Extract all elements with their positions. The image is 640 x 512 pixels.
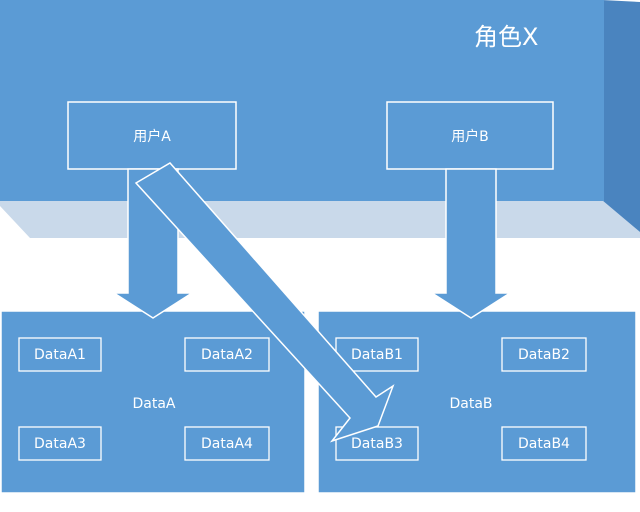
data-b3-label: DataB3 [351,436,403,452]
role-block-side [602,0,640,232]
user-box-a: 用户A [67,101,237,170]
user-box-b: 用户B [386,101,554,170]
data-a2-label: DataA2 [201,347,253,363]
data-b2-label: DataB2 [518,347,570,363]
data-b4-label: DataB4 [518,436,570,452]
data-b1-label: DataB1 [351,347,403,363]
data-group-b-label: DataB [449,396,492,412]
role-label: 角色X [474,23,538,51]
data-a1-label: DataA1 [34,347,86,363]
user-a-label: 用户A [133,128,171,145]
arrow-user-a-to-data-b3 [134,162,395,443]
data-group-a-label: DataA [132,396,175,412]
user-b-label: 用户B [451,128,489,145]
role-block-shadow [0,200,640,238]
arrow-user-b-to-data-b [429,168,513,319]
data-group-a: DataA DataA1 DataA2 DataA3 DataA4 [0,310,306,494]
data-a3-label: DataA3 [34,436,86,452]
data-a4-label: DataA4 [201,436,253,452]
